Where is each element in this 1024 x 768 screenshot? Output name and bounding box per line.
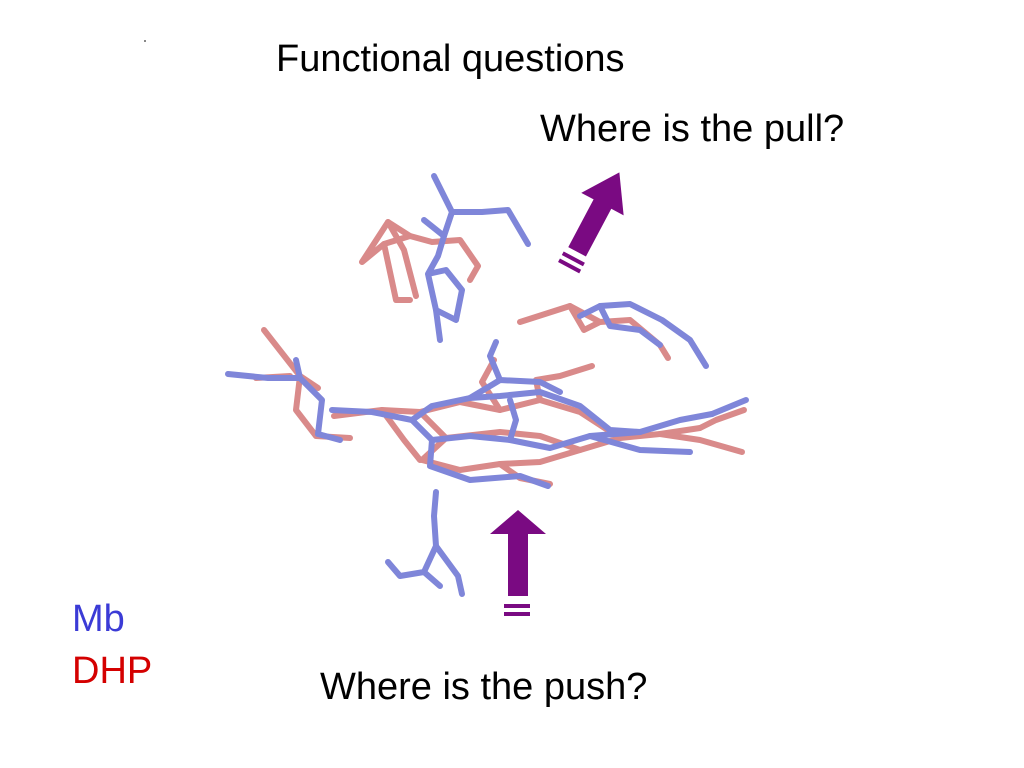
- slide-title: Functional questions: [276, 38, 625, 80]
- stray-mark: [144, 40, 146, 42]
- legend-item-dhp: DHP: [72, 650, 153, 692]
- push-question: Where is the push?: [320, 666, 648, 708]
- mb-structure: [225, 173, 749, 597]
- legend: Mb DHP: [72, 593, 152, 697]
- legend-item-mb: Mb: [72, 598, 125, 640]
- dhp-structure: [253, 219, 747, 487]
- pull-arrow: [558, 172, 624, 274]
- push-arrow: [490, 510, 546, 616]
- pull-question: Where is the pull?: [540, 108, 845, 150]
